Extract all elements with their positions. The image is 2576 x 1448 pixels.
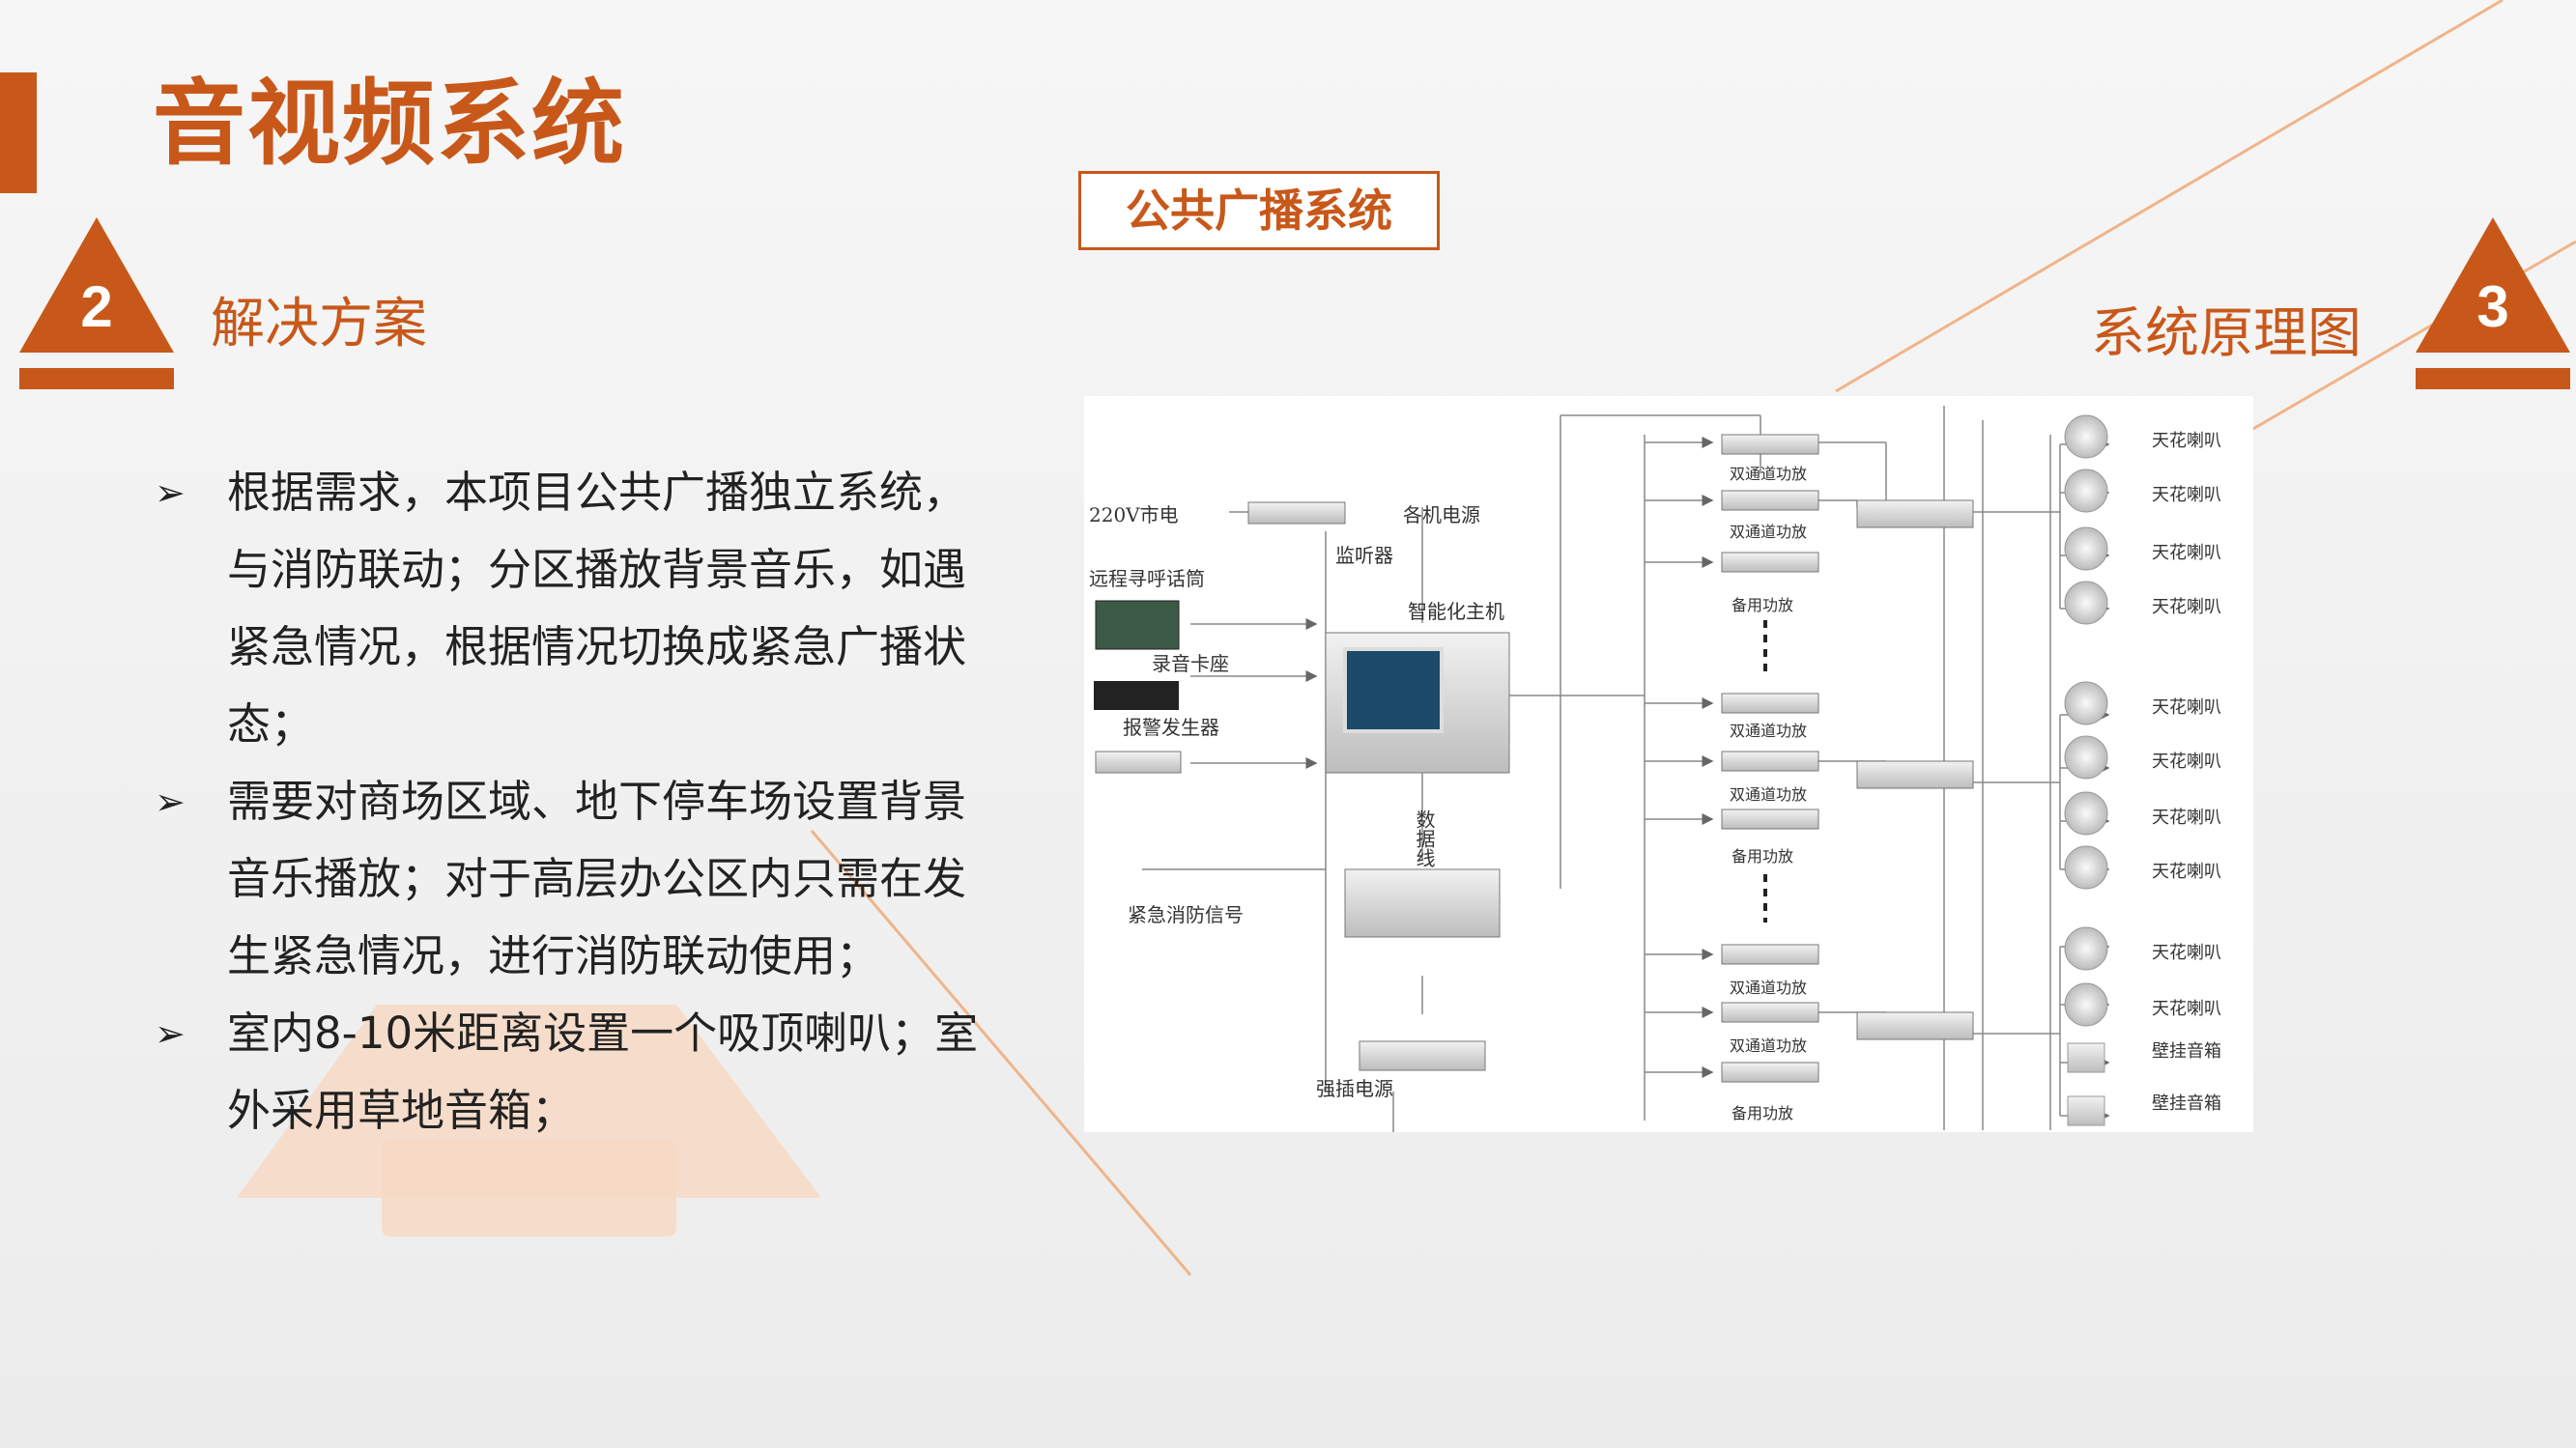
triangle-icon (19, 217, 174, 389)
label-host: 智能化主机 (1408, 600, 1504, 623)
label-mains: 220V市电 (1089, 503, 1179, 526)
label-ceiling-speaker: 天花喇叭 (2152, 597, 2221, 617)
bullet-text: 室内8-10米距离设置一个吸顶喇叭；室外采用草地音箱； (227, 1008, 979, 1136)
bullet-item: ➢ 需要对商场区域、地下停车场设置背景音乐播放；对于高层办公区内只需在发生紧急情… (155, 763, 986, 995)
label-wall-speaker: 壁挂音箱 (2152, 1093, 2221, 1114)
right-subtitle: 系统原理图 (2091, 302, 2361, 365)
amp-group-3: 双通道功放 双通道功放 备用功放 (1721, 944, 1974, 1122)
page-title: 音视频系统 (153, 70, 626, 178)
bullet-item: ➢ 根据需求，本项目公共广播独立系统，与消防联动；分区播放背景音乐，如遇紧急情况… (155, 454, 986, 763)
label-dual-amp: 双通道功放 (1730, 722, 1807, 740)
arrow-bullet-icon: ➢ (155, 781, 186, 823)
left-subtitle: 解决方案 (211, 293, 427, 355)
system-diagram: 220V市电 各机电源 监听器 远程寻呼话筒 录音卡座 报警发生器 智能化主机 … (1084, 396, 2253, 1132)
label-backup-amp: 备用功放 (1732, 596, 1793, 614)
label-ceiling-speaker: 天花喇叭 (2152, 543, 2221, 563)
section-number-badge-left: 2 (19, 217, 174, 391)
section-title-box: 公共广播系统 (1078, 171, 1440, 250)
label-ceiling-speaker: 天花喇叭 (2152, 999, 2221, 1019)
label-backup-amp: 备用功放 (1732, 847, 1793, 866)
label-ceiling-speaker: 天花喇叭 (2152, 752, 2221, 772)
label-dual-amp: 双通道功放 (1730, 785, 1807, 804)
label-ceiling-speaker: 天花喇叭 (2152, 697, 2221, 718)
arrow-bullet-icon: ➢ (155, 471, 186, 514)
label-fire-signal: 紧急消防信号 (1128, 903, 1244, 926)
triangle-icon (2416, 217, 2570, 389)
label-dual-amp: 双通道功放 (1730, 979, 1807, 997)
label-ceiling-speaker: 天花喇叭 (2152, 943, 2221, 963)
title-accent-bar (0, 72, 37, 193)
bullet-item: ➢ 室内8-10米距离设置一个吸顶喇叭；室外采用草地音箱； (155, 995, 986, 1150)
label-dual-amp: 双通道功放 (1730, 465, 1807, 483)
label-power-outlets: 各机电源 (1403, 503, 1480, 526)
label-alarm: 报警发生器 (1123, 716, 1219, 739)
label-wall-speaker: 壁挂音箱 (2152, 1041, 2221, 1062)
bullet-list: ➢ 根据需求，本项目公共广播独立系统，与消防联动；分区播放背景音乐，如遇紧急情况… (155, 454, 986, 1150)
section-number-badge-right: 3 (2416, 217, 2570, 391)
label-backup-amp: 备用功放 (1732, 1104, 1793, 1122)
label-ceiling-speaker: 天花喇叭 (2152, 485, 2221, 505)
label-data-line: 数据线 (1413, 809, 1436, 867)
label-ceiling-speaker: 天花喇叭 (2152, 431, 2221, 451)
speaker-column: 天花喇叭 天花喇叭 天花喇叭 天花喇叭 天花喇叭 天花喇叭 天花喇叭 天花喇叭 … (2064, 414, 2221, 1126)
bullet-text: 需要对商场区域、地下停车场设置背景音乐播放；对于高层办公区内只需在发生紧急情况，… (227, 776, 967, 981)
label-recorder: 录音卡座 (1152, 652, 1229, 675)
label-remote-mic: 远程寻呼话筒 (1089, 567, 1205, 590)
arrow-bullet-icon: ➢ (155, 1012, 186, 1055)
amp-group-2: 双通道功放 双通道功放 备用功放 (1721, 693, 1974, 866)
label-monitor: 监听器 (1335, 544, 1393, 567)
badge-number: 2 (80, 274, 113, 339)
bullet-text: 根据需求，本项目公共广播独立系统，与消防联动；分区播放背景音乐，如遇紧急情况，根… (227, 467, 967, 750)
label-ceiling-speaker: 天花喇叭 (2152, 862, 2221, 882)
label-dual-amp: 双通道功放 (1730, 1036, 1807, 1055)
amp-group-1: 双通道功放 双通道功放 备用功放 (1721, 434, 1974, 614)
label-dual-amp: 双通道功放 (1730, 523, 1807, 541)
label-ceiling-speaker: 天花喇叭 (2152, 808, 2221, 828)
badge-number: 3 (2476, 274, 2509, 339)
label-forced-power: 强插电源 (1316, 1077, 1393, 1100)
